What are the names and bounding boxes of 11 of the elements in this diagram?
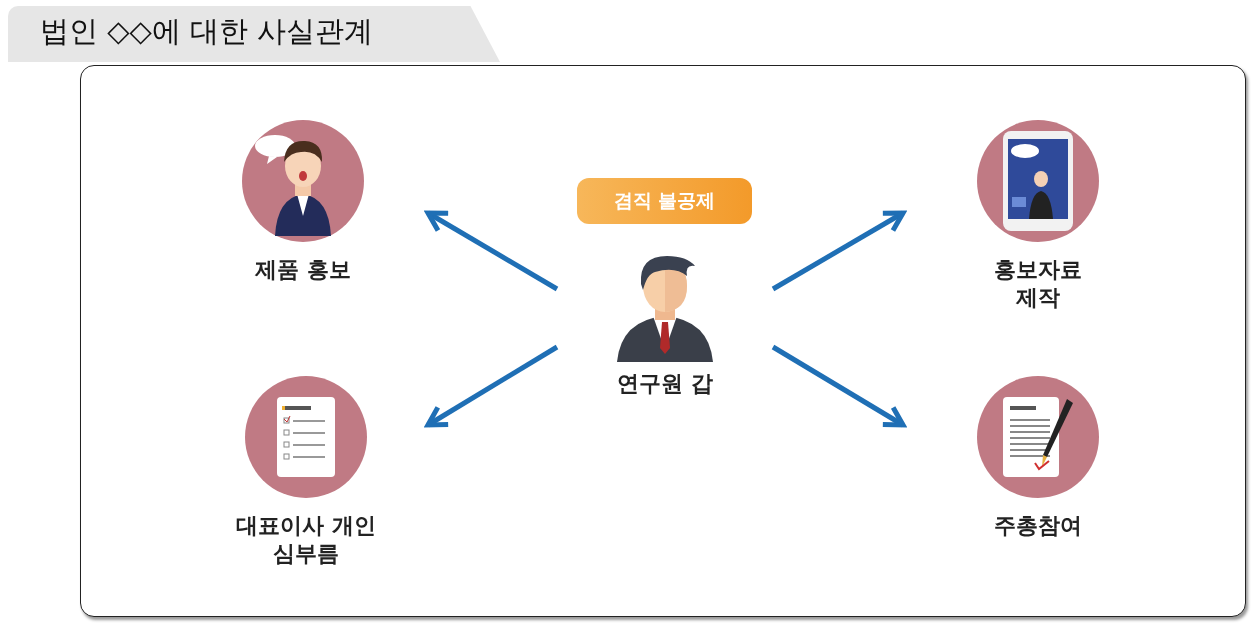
node-label: 연구원 갑 bbox=[616, 370, 714, 398]
arrow bbox=[771, 210, 906, 292]
node-label: 제품 홍보 bbox=[254, 256, 352, 284]
title: 법인 ◇◇에 대한 사실관계 bbox=[40, 13, 374, 50]
node-label: 주총참여 bbox=[993, 512, 1083, 540]
node-label: 대표이사 개인 심부름 bbox=[235, 512, 377, 568]
arrow bbox=[425, 210, 559, 292]
arrow bbox=[425, 344, 559, 428]
arrow bbox=[771, 344, 906, 428]
tag-badge: 겸직 불공제 bbox=[577, 178, 752, 224]
node-label: 홍보자료 제작 bbox=[993, 256, 1083, 312]
